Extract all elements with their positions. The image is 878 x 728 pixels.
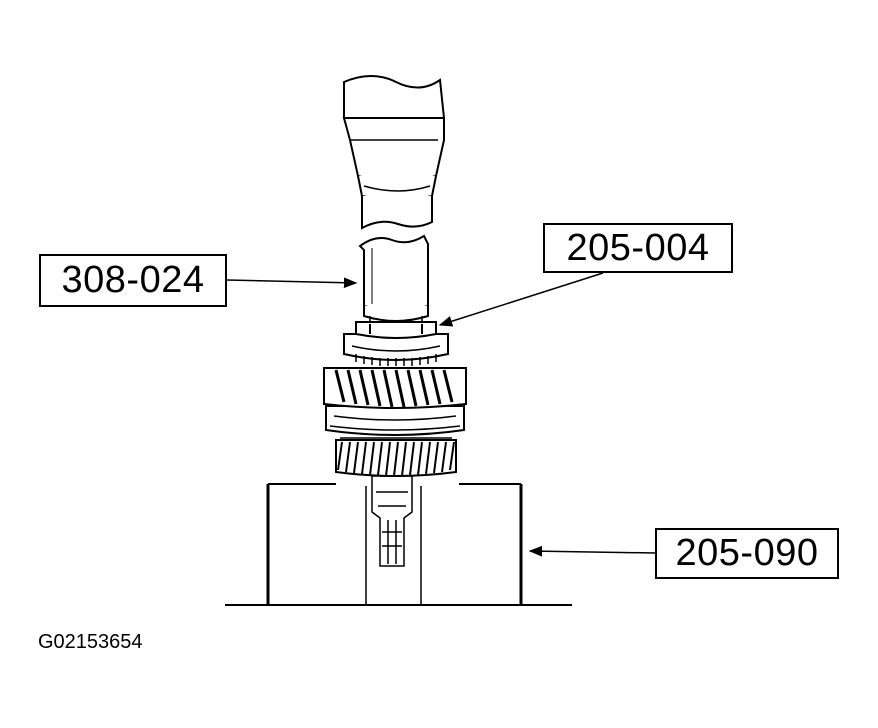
upper-gear (323, 367, 467, 409)
bearing-ring (343, 333, 449, 366)
callout-308-024: 308-024 (39, 254, 227, 307)
synchronizer-collar (325, 405, 465, 439)
base-fixture-205-090 (266, 483, 523, 605)
press-ram (342, 75, 446, 230)
lower-gear (335, 439, 457, 477)
callout-205-090: 205-090 (655, 528, 839, 579)
shaft-splines (371, 475, 413, 567)
figure-id: G02153654 (38, 631, 143, 653)
arrow-308-024 (226, 277, 358, 289)
arrow-205-090 (528, 545, 656, 557)
arrow-205-004 (438, 272, 604, 327)
callout-205-004: 205-004 (543, 223, 733, 273)
installer-tool-308-024 (358, 234, 429, 323)
snap-ring-205-004 (355, 321, 437, 339)
